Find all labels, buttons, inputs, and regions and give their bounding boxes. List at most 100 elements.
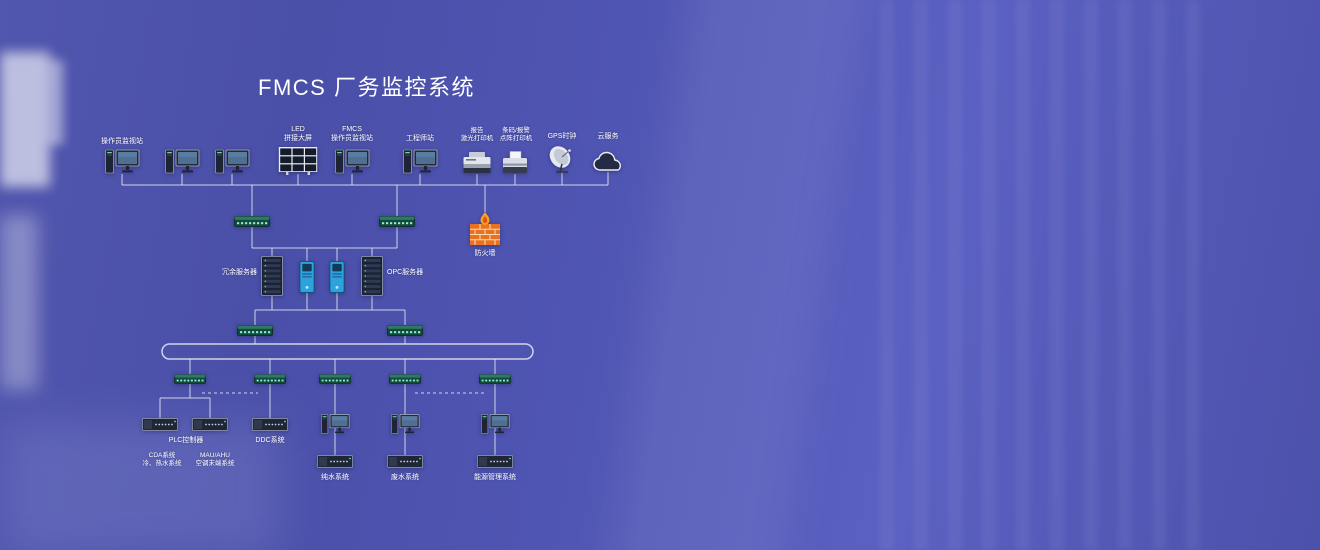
cloud-service-label: 云服务 <box>597 133 619 140</box>
node-ddc-controller <box>252 418 288 431</box>
fmcs-station-label-line1: FMCS <box>342 126 362 133</box>
dot-printer-label-line1: 条码/报警 <box>502 127 530 134</box>
redundant-server-label: 冗余服务器 <box>222 269 257 276</box>
node-operator-station-2 <box>164 147 200 177</box>
engineer-station-label: 工程师站 <box>406 135 434 142</box>
laser-printer-label-line2: 激光打印机 <box>460 135 494 143</box>
plc-rack-icon <box>316 455 354 468</box>
server-lower-wires <box>254 293 406 325</box>
fmcs-station-label: FMCS 操作员监视站 <box>331 125 373 143</box>
switch-icon <box>479 374 511 384</box>
workstation-icon <box>320 412 350 437</box>
laser-printer-icon <box>462 151 492 175</box>
workstation-icon <box>164 147 200 177</box>
workstation-icon <box>480 412 510 437</box>
workstation-icon <box>104 147 140 177</box>
node-led-wall <box>278 146 318 176</box>
dot-printer-label: 条码/报警 点阵打印机 <box>500 127 533 144</box>
ahu-system-label-line2: 空调末端系统 <box>195 460 235 468</box>
led-wall-label-line2: 拼接大屏 <box>284 135 312 143</box>
node-purewater-station <box>320 412 350 437</box>
switch-icon <box>174 374 206 384</box>
led-wall-label: LED 拼接大屏 <box>284 125 312 143</box>
opc-server-label: OPC服务器 <box>387 269 424 276</box>
node-energy-station <box>480 412 510 437</box>
cda-system-label-line1: CDA系统 <box>148 452 176 459</box>
ahu-system-label-line1: MAU/AHU <box>200 452 230 459</box>
node-distribution-switch-1 <box>237 325 273 336</box>
workstation-icon <box>214 147 250 177</box>
switch-icon <box>237 325 273 336</box>
workstation-icon <box>334 147 370 177</box>
satellite-dish-icon <box>548 145 576 173</box>
switch-icon <box>234 216 270 227</box>
ring-network <box>161 343 534 360</box>
ahu-system-label: MAU/AHU 空调末端系统 <box>196 452 235 469</box>
node-core-switch-1 <box>234 216 270 227</box>
server-rack-icon <box>261 256 283 296</box>
bus-to-switch-drops <box>251 185 486 216</box>
workstation-icon <box>390 412 420 437</box>
server-rack-icon <box>361 256 383 296</box>
node-core-switch-2 <box>379 216 415 227</box>
tower-server-icon <box>329 261 345 293</box>
plc-rack-icon <box>473 455 517 468</box>
page-title: FMCS 厂务监控系统 <box>258 75 475 100</box>
workstation-icon <box>402 147 438 177</box>
plc-rack-icon <box>386 455 424 468</box>
node-wastewater-station <box>390 412 420 437</box>
node-wastewater-plc <box>386 455 424 468</box>
node-field-switch-5 <box>479 374 511 384</box>
switch-icon <box>379 216 415 227</box>
ring-uplinks <box>254 336 406 344</box>
node-energy-plc <box>473 455 517 468</box>
node-redundant-server-rack <box>261 256 283 296</box>
plc-controller-label: PLC控制器 <box>168 437 204 444</box>
energy-management-label: 能源管理系统 <box>474 474 516 481</box>
cda-system-label-line2: 冷、热水系统 <box>142 460 182 468</box>
led-wall-icon <box>278 146 318 176</box>
top-device-drops <box>121 172 609 185</box>
ddc-system-label: DDC系统 <box>255 437 285 444</box>
switch-icon <box>387 325 423 336</box>
waste-water-label: 废水系统 <box>391 474 419 481</box>
fmcs-station-label-line2: 操作员监视站 <box>331 135 373 143</box>
node-operator-station-1 <box>104 147 140 177</box>
laser-printer-label-line1: 报告 <box>470 127 484 134</box>
cloud-icon <box>591 150 625 174</box>
pure-water-label: 纯水系统 <box>321 474 349 481</box>
gps-clock-label: GPS时钟 <box>547 133 577 140</box>
node-fmcs-operator-station <box>334 147 370 177</box>
dot-printer-label-line2: 点阵打印机 <box>499 135 533 143</box>
node-gps-clock <box>548 145 576 173</box>
ring-downlinks <box>189 359 496 374</box>
tower-server-icon <box>299 261 315 293</box>
node-tower-server-2 <box>329 261 345 293</box>
node-cloud-service <box>591 150 625 174</box>
node-opc-server-rack <box>361 256 383 296</box>
node-firewall <box>469 212 501 246</box>
plc-rack-icon <box>252 418 288 431</box>
plc-rack-icon <box>192 418 228 431</box>
firewall-icon <box>469 212 501 246</box>
node-operator-station-3 <box>214 147 250 177</box>
node-field-switch-1 <box>174 374 206 384</box>
switch-icon <box>389 374 421 384</box>
node-plc-controller-1 <box>142 418 178 431</box>
node-purewater-plc <box>316 455 354 468</box>
switch-icon <box>319 374 351 384</box>
node-field-switch-4 <box>389 374 421 384</box>
node-distribution-switch-2 <box>387 325 423 336</box>
cda-system-label: CDA系统 冷、热水系统 <box>143 452 182 469</box>
laser-printer-label: 报告 激光打印机 <box>461 127 494 144</box>
node-engineer-station <box>402 147 438 177</box>
node-plc-controller-2 <box>192 418 228 431</box>
plc-rack-icon <box>142 418 178 431</box>
dot-matrix-printer-icon <box>502 151 528 175</box>
node-dot-matrix-printer <box>502 151 528 175</box>
led-wall-label-line1: LED <box>291 126 305 133</box>
server-tier-wires <box>251 227 398 261</box>
node-tower-server-1 <box>299 261 315 293</box>
